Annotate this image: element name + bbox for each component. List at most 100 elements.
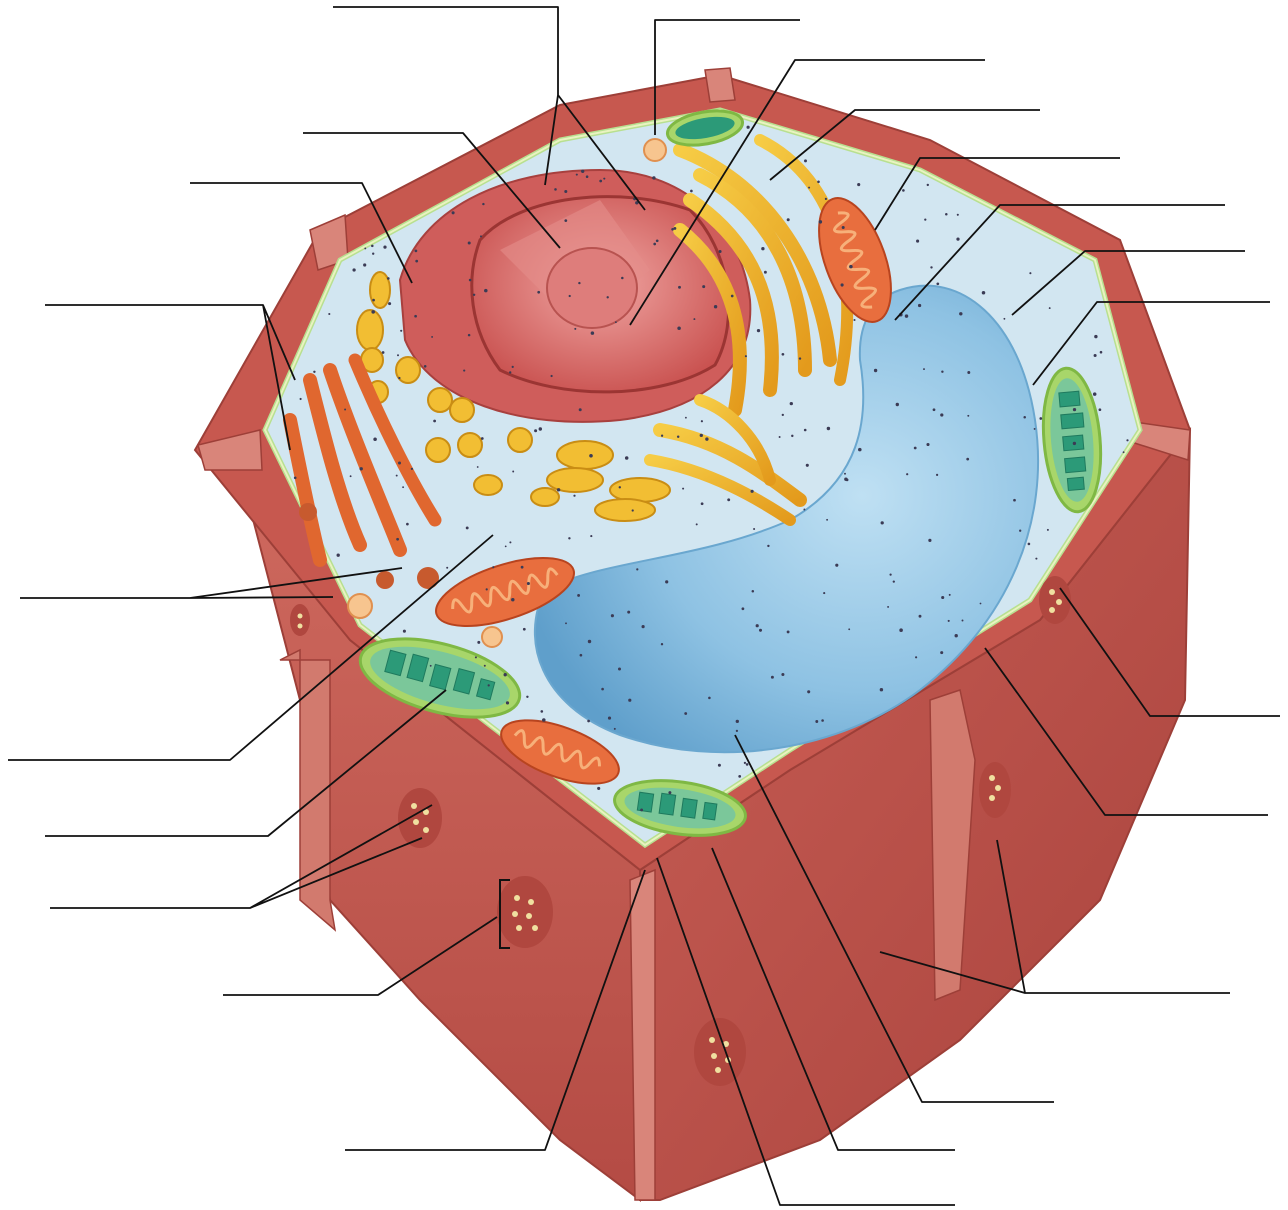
ribosome-dot bbox=[1028, 543, 1031, 546]
ribosome-dot bbox=[752, 590, 755, 593]
ribosome-dot bbox=[398, 462, 401, 465]
ribosome-dot bbox=[685, 417, 687, 419]
ribosome-dot bbox=[742, 607, 745, 610]
ribosome-dot bbox=[807, 690, 810, 693]
ribosome-dot bbox=[955, 634, 958, 637]
ribosome-dot bbox=[564, 190, 567, 193]
ribosome-dot bbox=[690, 190, 693, 193]
ribosome-dot bbox=[819, 220, 822, 223]
ribosome-dot bbox=[821, 719, 824, 722]
ribosome-dot bbox=[1094, 354, 1097, 357]
ribosome-dot bbox=[625, 456, 629, 460]
ribosome-dot bbox=[896, 403, 899, 406]
ribosome-dot bbox=[771, 676, 774, 679]
ribosome-dot bbox=[398, 377, 400, 379]
ribosome-dot bbox=[577, 594, 580, 597]
ribosome-dot bbox=[1003, 318, 1005, 320]
ribosome-dot bbox=[962, 620, 964, 622]
ribosome-dot bbox=[607, 296, 609, 298]
ribosome-dot bbox=[844, 473, 846, 475]
ribosome-dot bbox=[949, 594, 951, 596]
ribosome-dot bbox=[403, 630, 406, 633]
ribosome-dot bbox=[905, 314, 908, 317]
ribosome-dot bbox=[1093, 392, 1097, 396]
ribosome-dot bbox=[849, 265, 853, 269]
ribosome-dot bbox=[889, 573, 891, 575]
ribosome-dot bbox=[632, 509, 634, 511]
ribosome-dot bbox=[781, 673, 784, 676]
ribosome-dot bbox=[521, 566, 524, 569]
ribosome-dot bbox=[580, 654, 583, 657]
ribosome-dot bbox=[294, 477, 297, 480]
ribosome-dot bbox=[677, 436, 679, 438]
ribosome-dot bbox=[719, 250, 722, 253]
ribosome-dot bbox=[636, 568, 638, 570]
ribosome-dot bbox=[431, 336, 433, 338]
ribosome-dot bbox=[693, 318, 695, 320]
ribosome-dot bbox=[505, 546, 507, 548]
ribosome-dot bbox=[512, 366, 514, 368]
ribosome-dot bbox=[430, 665, 432, 667]
ribosome-dot bbox=[701, 502, 704, 505]
ribosome-dot bbox=[574, 328, 576, 330]
ribosome-dot bbox=[790, 402, 793, 405]
ribosome-dot bbox=[482, 203, 484, 205]
ribosome-dot bbox=[484, 665, 486, 667]
ribosome-dot bbox=[967, 415, 969, 417]
ribosome-dot bbox=[759, 629, 762, 632]
ribosome-dot bbox=[700, 434, 703, 437]
ribosome-dot bbox=[787, 630, 790, 633]
ribosome-dot bbox=[551, 375, 553, 377]
ribosome-dot bbox=[373, 438, 377, 442]
ribosome-dot bbox=[614, 728, 616, 730]
ribosome-dot bbox=[959, 312, 962, 315]
ribosome-dot bbox=[966, 458, 969, 461]
ribosome-dot bbox=[627, 611, 630, 614]
ribosome-dot bbox=[618, 668, 621, 671]
ribosome-dot bbox=[858, 448, 862, 452]
ribosome-dot bbox=[874, 369, 877, 372]
ribosome-dot bbox=[611, 614, 614, 617]
ribosome-dot bbox=[1023, 416, 1026, 419]
ribosome-dot bbox=[906, 473, 908, 475]
ribosome-dot bbox=[656, 239, 659, 242]
ribosome-dot bbox=[1126, 439, 1128, 441]
ribosome-dot bbox=[980, 603, 982, 605]
ribosome-dot bbox=[300, 398, 302, 400]
ribosome-dot bbox=[782, 414, 784, 416]
ribosome-dot bbox=[918, 304, 921, 307]
ribosome-dot bbox=[473, 294, 475, 296]
ribosome-dot bbox=[746, 126, 749, 129]
ribosome-dot bbox=[731, 295, 734, 298]
ribosome-dot bbox=[504, 673, 507, 676]
ribosome-dot bbox=[581, 170, 584, 173]
ribosome-dot bbox=[475, 656, 477, 658]
ribosome-dot bbox=[424, 365, 427, 368]
ribosome-dot bbox=[564, 219, 567, 222]
ribosome-dot bbox=[601, 688, 604, 691]
ribosome-dot bbox=[406, 523, 409, 526]
ribosome-dot bbox=[589, 454, 593, 458]
ribosome-dot bbox=[463, 370, 465, 372]
ribosome-dot bbox=[967, 371, 970, 374]
ribosome-dot bbox=[804, 429, 807, 432]
ribosome-dot bbox=[945, 213, 948, 216]
ribosome-dot bbox=[415, 250, 418, 253]
ribosome-dot bbox=[738, 775, 741, 778]
ribosome-dot bbox=[1039, 417, 1042, 420]
ribosome-dot bbox=[718, 764, 721, 767]
ribosome-dot bbox=[511, 598, 514, 601]
ribosome-dot bbox=[509, 541, 511, 543]
ribosome-dot bbox=[933, 408, 936, 411]
ribosome-dot bbox=[539, 427, 542, 430]
ribosome-dot bbox=[590, 535, 592, 537]
ribosome-dot bbox=[756, 624, 759, 627]
ribosome-dot bbox=[387, 277, 390, 280]
ribosome-dot bbox=[466, 526, 469, 529]
ribosome-dot bbox=[586, 175, 589, 178]
ribosome-dot bbox=[727, 498, 730, 501]
ribosome-dot bbox=[481, 437, 484, 440]
ribosome-dot bbox=[371, 245, 374, 248]
ribosome-dot bbox=[941, 596, 944, 599]
ribosome-dot bbox=[936, 474, 938, 476]
